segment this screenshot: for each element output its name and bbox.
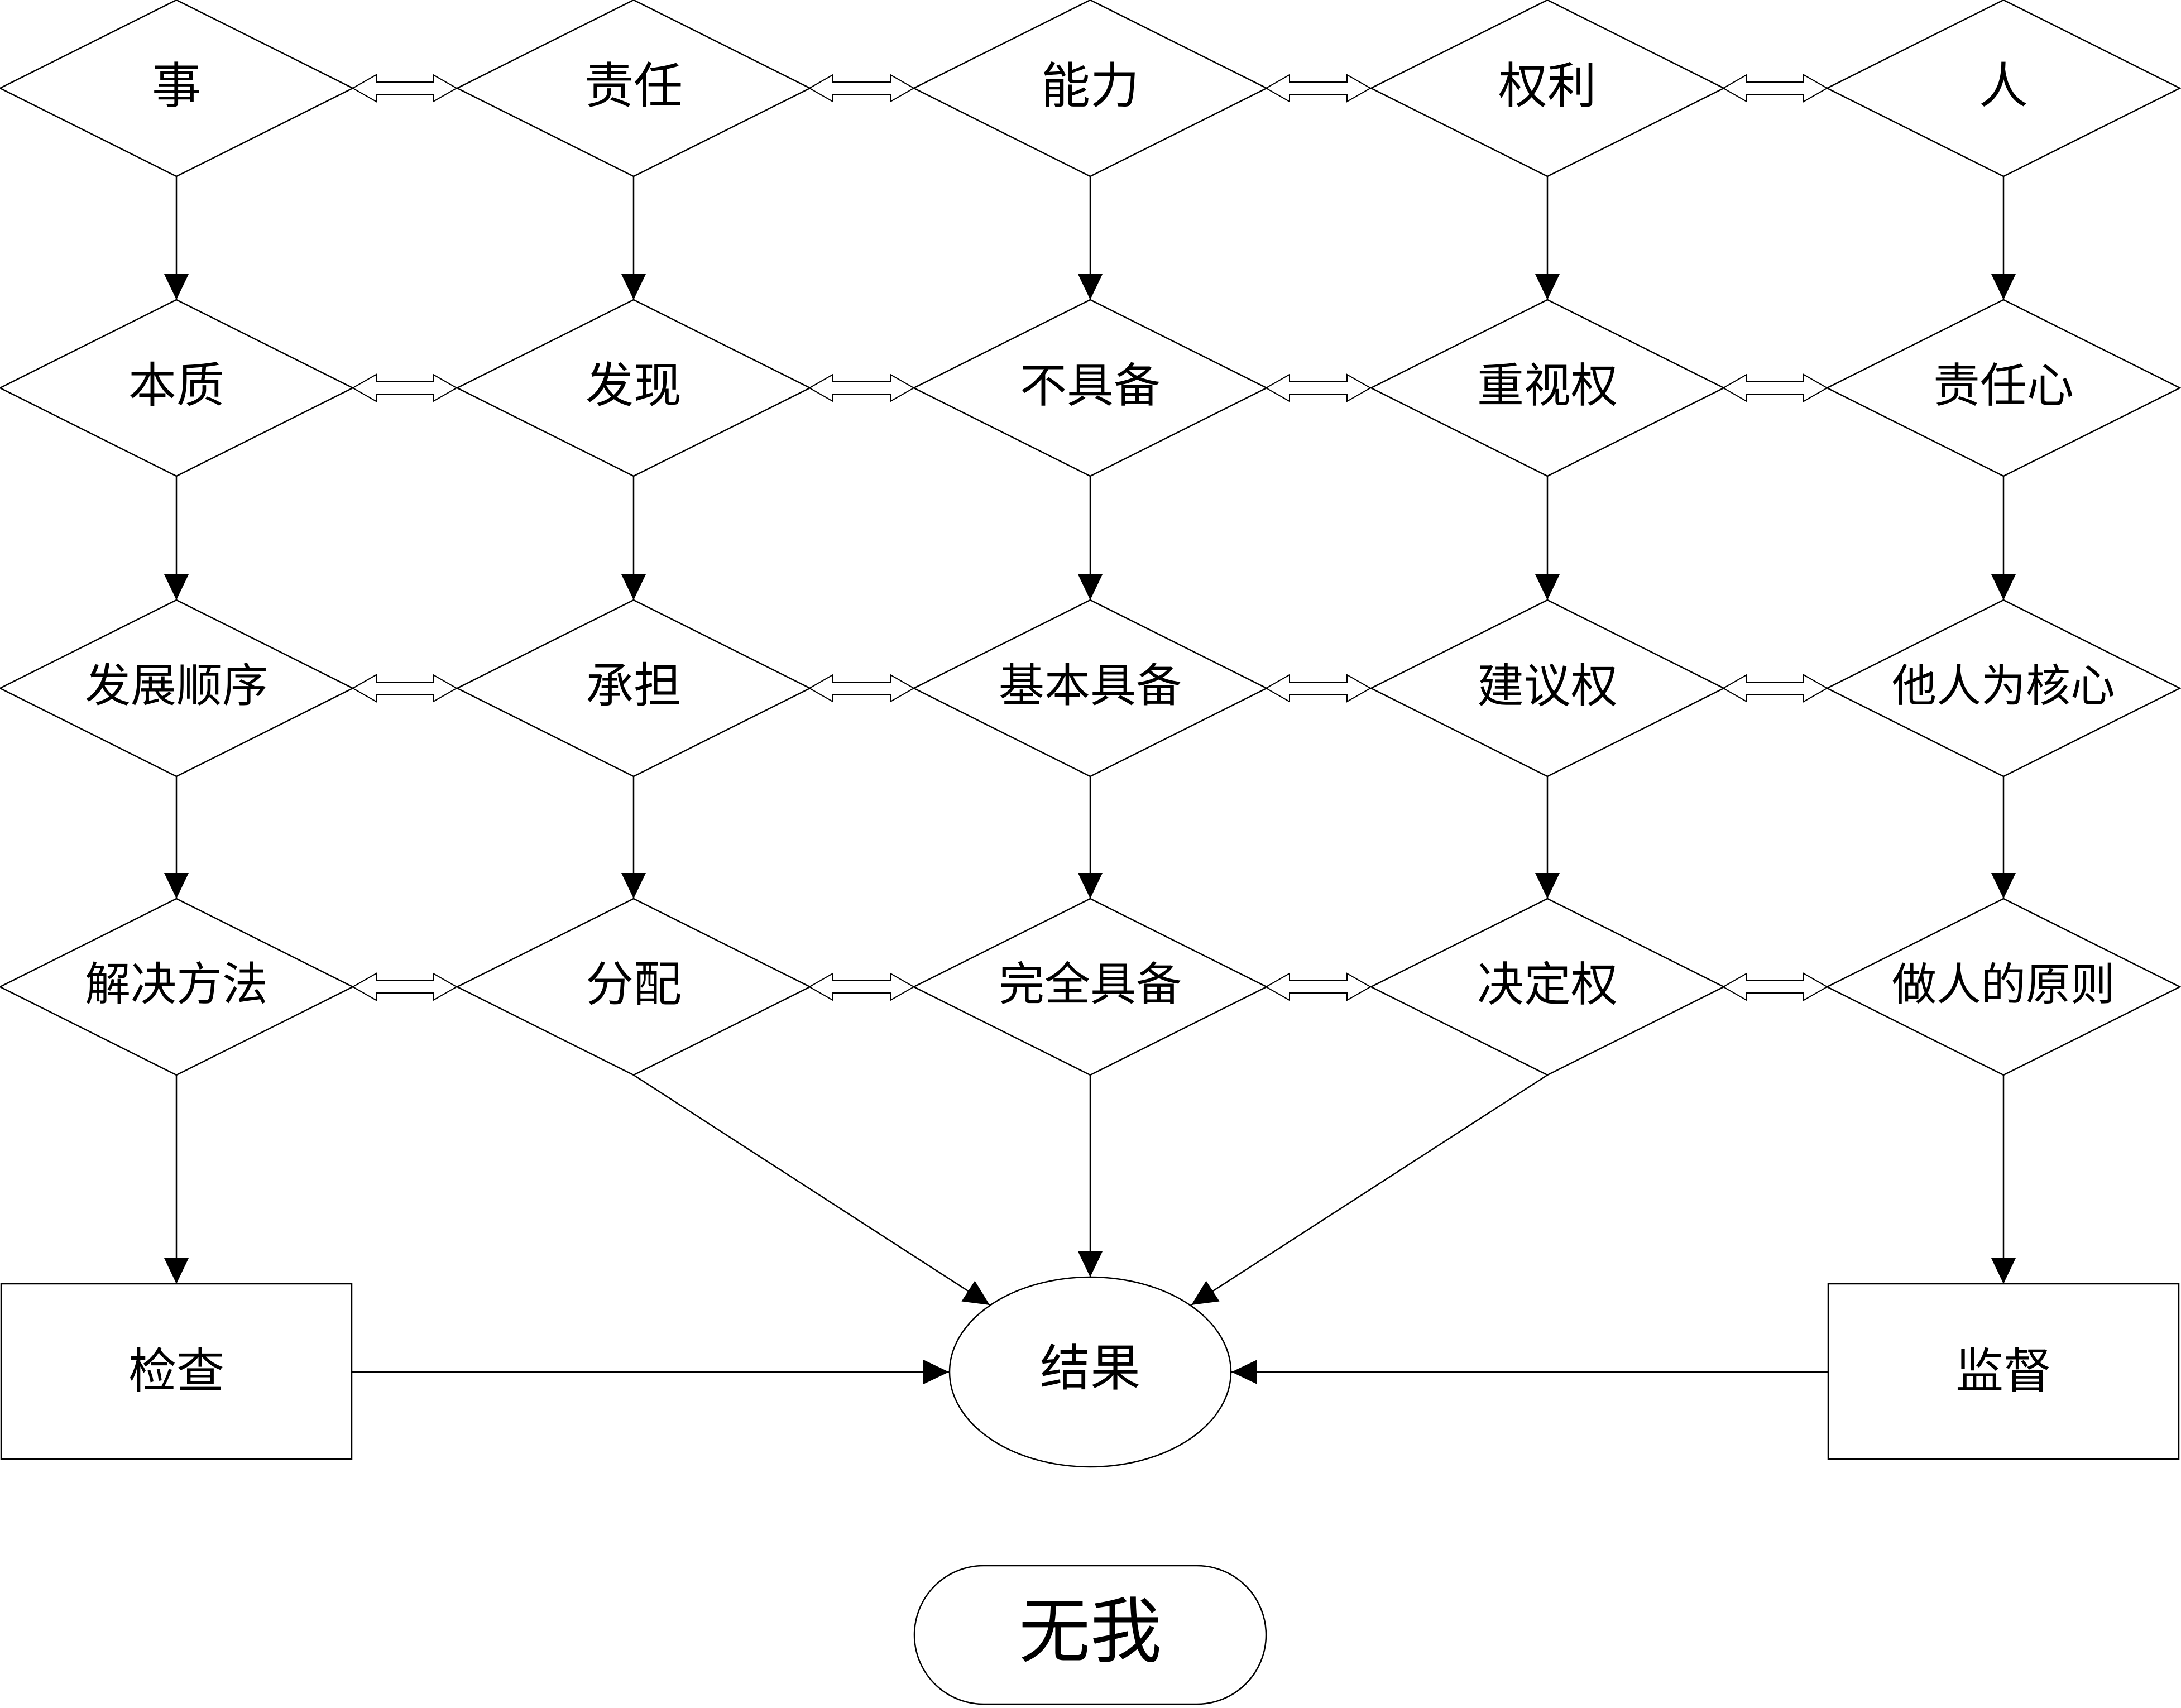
arrowhead bbox=[621, 873, 646, 899]
node-col3-row2: 建议权 bbox=[1369, 599, 1725, 778]
footer-pill: 无我 bbox=[913, 1565, 1267, 1705]
double-arrow-r0-g0 bbox=[351, 74, 458, 103]
node-label: 解决方法 bbox=[85, 959, 268, 1010]
node-col4-row2: 他人为核心 bbox=[1825, 599, 2181, 778]
arrowhead bbox=[923, 1360, 949, 1384]
node-col1-row1: 发现 bbox=[456, 299, 812, 477]
arrowhead bbox=[164, 574, 189, 600]
node-col1-row3: 分配 bbox=[456, 898, 812, 1076]
arrowhead bbox=[1231, 1360, 1257, 1384]
arrowhead bbox=[1191, 1280, 1220, 1305]
node-col0-header: 事 bbox=[0, 0, 354, 177]
node-label: 能力 bbox=[1041, 59, 1139, 114]
arrowhead bbox=[164, 274, 189, 300]
node-col2-row2: 基本具备 bbox=[912, 599, 1268, 778]
node-label: 发现 bbox=[586, 359, 682, 412]
double-arrow-r3-g0 bbox=[351, 972, 458, 1001]
arrowhead bbox=[961, 1280, 990, 1305]
node-label: 责任心 bbox=[1933, 359, 2074, 412]
connectors bbox=[164, 176, 2016, 1384]
node-col2-row3: 完全具备 bbox=[912, 898, 1268, 1076]
node-col4-row3: 做人的原则 bbox=[1825, 898, 2181, 1076]
arrowhead bbox=[621, 274, 646, 300]
node-label: 他人为核心 bbox=[1892, 661, 2115, 711]
terminal-label: 检查 bbox=[128, 1345, 224, 1398]
arrow-col3-to-result bbox=[1191, 1074, 1548, 1306]
node-label: 不具备 bbox=[1020, 359, 1161, 412]
node-label: 事 bbox=[152, 59, 201, 114]
arrowhead bbox=[164, 1258, 189, 1284]
node-col3-row1: 重视权 bbox=[1369, 299, 1725, 477]
node-label: 基本具备 bbox=[999, 661, 1182, 712]
arrowhead bbox=[1991, 873, 2016, 899]
node-col2-row1: 不具备 bbox=[912, 299, 1268, 477]
double-arrows bbox=[351, 74, 1829, 1001]
node-label: 做人的原则 bbox=[1892, 960, 2115, 1010]
arrowhead bbox=[1078, 574, 1103, 600]
double-arrow-r0-g1 bbox=[808, 74, 915, 103]
double-arrow-r2-g1 bbox=[808, 674, 915, 703]
arrowhead bbox=[1078, 873, 1103, 899]
double-arrow-r1-g1 bbox=[808, 373, 915, 402]
terminal-check: 检查 bbox=[0, 1283, 353, 1460]
node-label: 承担 bbox=[586, 659, 682, 713]
arrowhead bbox=[1078, 1251, 1103, 1277]
double-arrow-r3-g3 bbox=[1722, 972, 1829, 1001]
node-label: 分配 bbox=[586, 958, 682, 1011]
node-col0-row2: 发展顺序 bbox=[0, 599, 354, 778]
double-arrow-r2-g0 bbox=[351, 674, 458, 703]
arrowhead bbox=[1535, 574, 1560, 600]
node-label: 权利 bbox=[1498, 59, 1597, 114]
node-label: 决定权 bbox=[1477, 958, 1618, 1011]
double-arrow-r1-g2 bbox=[1264, 373, 1372, 402]
arrowhead bbox=[1535, 274, 1560, 300]
arrowhead bbox=[1991, 1258, 2016, 1284]
node-label: 建议权 bbox=[1477, 660, 1618, 712]
double-arrow-r0-g2 bbox=[1264, 74, 1372, 103]
arrowhead bbox=[1078, 274, 1103, 300]
double-arrow-r3-g1 bbox=[808, 972, 915, 1001]
node-col3-row3: 决定权 bbox=[1369, 898, 1725, 1076]
node-label: 人 bbox=[1979, 59, 2028, 114]
double-arrow-r2-g2 bbox=[1264, 674, 1372, 703]
double-arrow-r2-g3 bbox=[1722, 674, 1829, 703]
double-arrow-r3-g2 bbox=[1264, 972, 1372, 1001]
arrowhead bbox=[1991, 574, 2016, 600]
node-col3-header: 权利 bbox=[1369, 0, 1725, 177]
node-col0-row3: 解决方法 bbox=[0, 898, 354, 1076]
result-node: 结果 bbox=[948, 1276, 1232, 1468]
result-label: 结果 bbox=[1040, 1341, 1140, 1397]
node-label: 完全具备 bbox=[999, 959, 1182, 1010]
node-label: 重视权 bbox=[1477, 359, 1618, 412]
terminal-label: 监督 bbox=[1955, 1345, 2051, 1398]
node-label: 发展顺序 bbox=[85, 661, 268, 712]
node-label: 责任 bbox=[584, 59, 683, 114]
node-label: 本质 bbox=[128, 359, 224, 412]
node-col1-header: 责任 bbox=[456, 0, 812, 177]
arrowhead bbox=[1535, 873, 1560, 899]
arrowhead bbox=[621, 574, 646, 600]
arrow-col1-to-result bbox=[633, 1074, 990, 1306]
node-col2-header: 能力 bbox=[912, 0, 1268, 177]
node-col4-row1: 责任心 bbox=[1825, 299, 2181, 477]
double-arrow-r1-g0 bbox=[351, 373, 458, 402]
terminal-supervise: 监督 bbox=[1827, 1283, 2180, 1460]
arrowhead bbox=[164, 873, 189, 899]
footer-label: 无我 bbox=[1019, 1592, 1162, 1672]
node-col4-header: 人 bbox=[1825, 0, 2181, 177]
node-col0-row1: 本质 bbox=[0, 299, 354, 477]
double-arrow-r0-g3 bbox=[1722, 74, 1829, 103]
node-col1-row2: 承担 bbox=[456, 599, 812, 778]
arrowhead bbox=[1991, 274, 2016, 300]
double-arrow-r1-g3 bbox=[1722, 373, 1829, 402]
